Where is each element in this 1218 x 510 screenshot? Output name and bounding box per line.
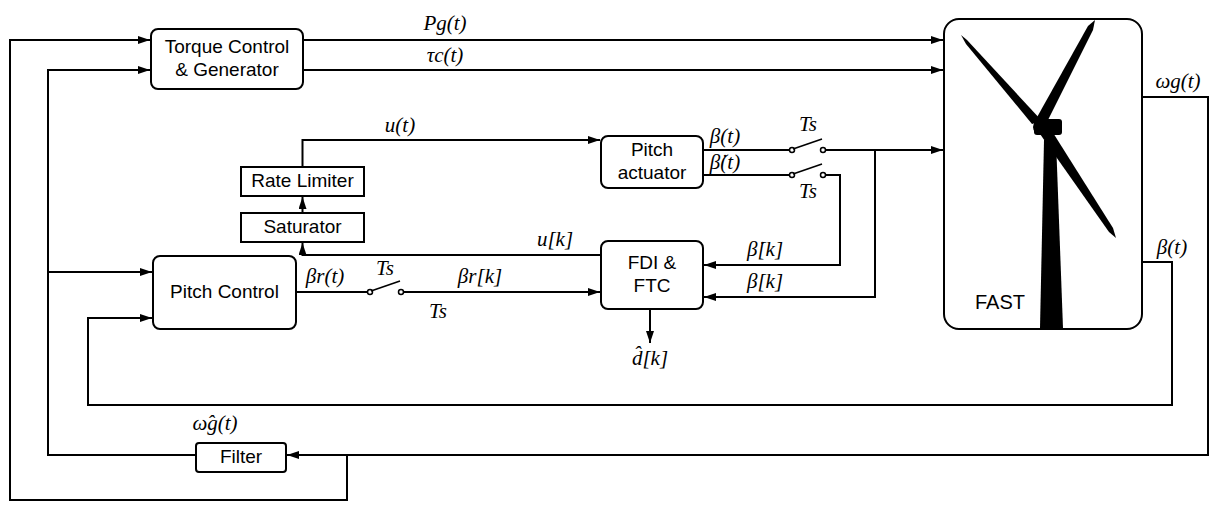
box-label: FAST (975, 290, 1025, 314)
signal-label: β[k] (747, 270, 783, 292)
box-label: Torque Control & Generator (160, 36, 294, 82)
signal-label: βr(t) (306, 265, 344, 287)
signal-line (302, 197, 304, 212)
signal-label: d̂[k] (632, 347, 668, 369)
signal-line (304, 69, 943, 71)
signal-label: Pg(t) (423, 12, 466, 34)
signal-label: β̇(t) (710, 151, 740, 173)
box-label: Saturator (263, 216, 341, 239)
signal-line (297, 291, 600, 293)
turbine-blade (961, 35, 1042, 124)
signal-label: u[k] (537, 228, 573, 250)
box-label: Rate Limiter (251, 170, 353, 193)
signal-label: Ts (799, 180, 817, 202)
signal-label: u(t) (385, 114, 415, 136)
turbine-hub (1033, 120, 1047, 134)
signal-label: ωg(t) (1155, 70, 1200, 92)
signal-label: Ts (429, 300, 447, 322)
sampler-switch (368, 281, 404, 296)
sampler-switch (790, 164, 826, 179)
filter-box: Filter (195, 442, 287, 473)
signal-label: βr[k] (458, 265, 502, 287)
box-label: FDI & FTC (616, 252, 688, 298)
signal-label: β̇[k] (747, 238, 783, 260)
estimate-output-arrow (649, 310, 651, 343)
wind-turbine (961, 20, 1116, 328)
box-label: Filter (220, 446, 262, 469)
limiter-box: Rate Limiter (240, 166, 365, 197)
controller-box: Torque Control & Generator (150, 28, 304, 90)
turbine-tower (1040, 140, 1063, 328)
sampler-switch (790, 139, 826, 154)
signal-label: Ts (799, 113, 817, 135)
signal-label: β(t) (1157, 236, 1187, 258)
turbine-nacelle (1034, 119, 1062, 135)
signal-label: β(t) (710, 125, 740, 147)
box-label: Pitch actuator (608, 139, 696, 185)
fault-tolerant-box: FDI & FTC (600, 240, 704, 310)
box-label: Pitch Control (170, 281, 279, 304)
turbine-blade (1036, 20, 1095, 124)
plant-box: FAST (943, 18, 1143, 330)
signal-line (304, 39, 943, 41)
actuator-box: Pitch actuator (600, 135, 704, 189)
controller-box: Pitch Control (152, 255, 297, 330)
saturator-box: Saturator (240, 212, 365, 243)
signal-label: τc(t) (427, 44, 464, 66)
signal-line (704, 175, 840, 265)
signal-line (10, 40, 1208, 500)
turbine-blade (1040, 128, 1116, 238)
signal-label: Ts (376, 257, 394, 279)
signal-line (303, 140, 601, 166)
signal-line (287, 97, 1208, 455)
signal-line (704, 150, 875, 297)
signal-label: ω̂g(t) (192, 412, 237, 434)
